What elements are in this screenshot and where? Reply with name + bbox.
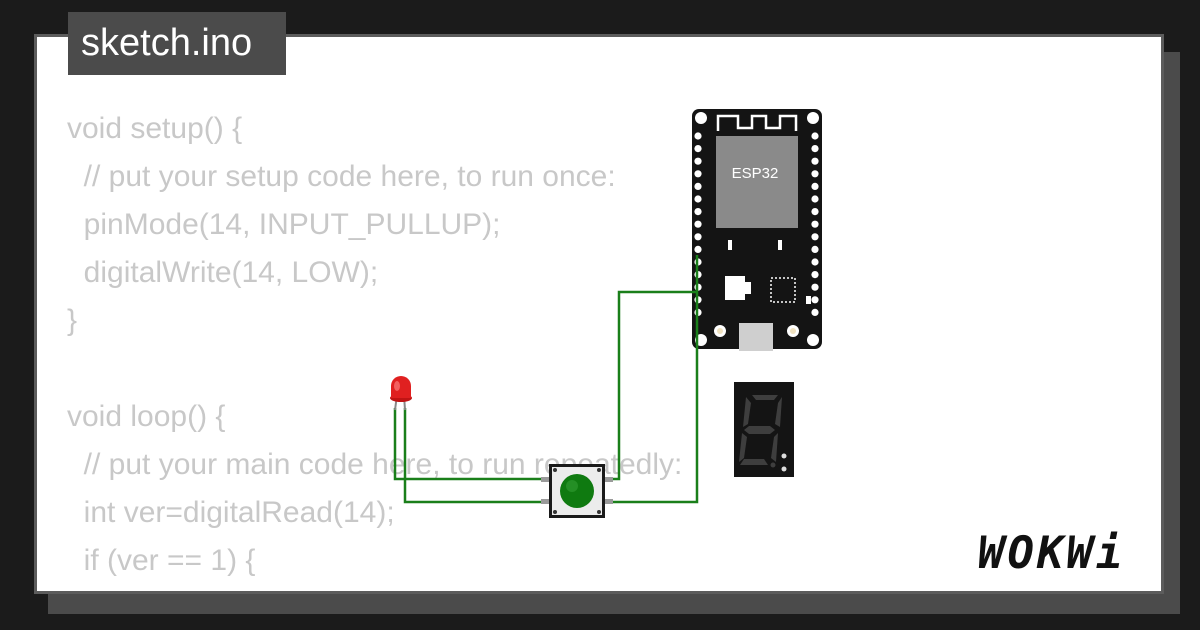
push-button[interactable]	[541, 464, 613, 518]
code-line: // put your main code here, to run repea…	[67, 448, 683, 481]
header-pin	[694, 220, 702, 228]
wire-pin14-to-button	[605, 255, 699, 504]
header-pin	[694, 195, 702, 203]
header-pin	[811, 233, 819, 241]
wokwi-logo: WOKWi	[978, 528, 1126, 579]
esp32-module	[716, 136, 798, 228]
header-pin	[694, 182, 702, 190]
pin-header-right	[811, 132, 819, 316]
header-pin	[811, 308, 819, 316]
wire-led-to-button	[393, 408, 549, 481]
header-pin	[811, 220, 819, 228]
code-line: if (ver == 1) {	[67, 544, 256, 577]
pin-header-left	[694, 132, 702, 316]
header-pin	[811, 195, 819, 203]
code-line: void setup() {	[67, 112, 243, 145]
header-pin	[694, 245, 702, 253]
seven-segment-pins	[781, 453, 787, 472]
header-pin	[694, 132, 702, 140]
segment-pin-dot	[781, 453, 787, 459]
code-line: }	[67, 304, 78, 337]
header-pin	[811, 245, 819, 253]
code-line: void loop() {	[67, 400, 226, 433]
button-cap	[560, 474, 594, 508]
sketch-filename-tab[interactable]: sketch.ino	[68, 12, 286, 75]
header-pin	[694, 233, 702, 241]
header-pin	[811, 271, 819, 279]
esp32-board[interactable]: ESP32	[692, 109, 822, 351]
code-line: pinMode(14, INPUT_PULLUP);	[67, 208, 501, 241]
preview-card: void setup() { // put your setup code he…	[34, 34, 1164, 594]
header-pin	[811, 208, 819, 216]
esp32-label: ESP32	[732, 165, 779, 182]
header-pin	[694, 208, 702, 216]
segment-pin-dot	[781, 466, 787, 472]
usb-port	[739, 323, 773, 351]
code-line: int ver=digitalRead(14);	[67, 496, 395, 529]
red-led[interactable]	[390, 376, 412, 411]
header-pin	[694, 170, 702, 178]
header-pin	[694, 145, 702, 153]
wire-pin-to-button	[605, 290, 697, 481]
header-pin	[811, 296, 819, 304]
header-pin	[811, 157, 819, 165]
seven-segment-display[interactable]	[734, 382, 794, 477]
header-pin	[811, 258, 819, 266]
header-pin	[811, 170, 819, 178]
code-line: // put your setup code here, to run once…	[67, 160, 616, 193]
wire-led-cathode-to-button	[403, 408, 549, 504]
header-pin	[811, 145, 819, 153]
code-preview: void setup() { // put your setup code he…	[67, 105, 787, 591]
header-pin	[811, 182, 819, 190]
code-line: digitalWrite(14, LOW);	[67, 256, 379, 289]
header-pin	[694, 157, 702, 165]
header-pin	[811, 132, 819, 140]
header-pin	[811, 283, 819, 291]
wires	[393, 255, 699, 504]
